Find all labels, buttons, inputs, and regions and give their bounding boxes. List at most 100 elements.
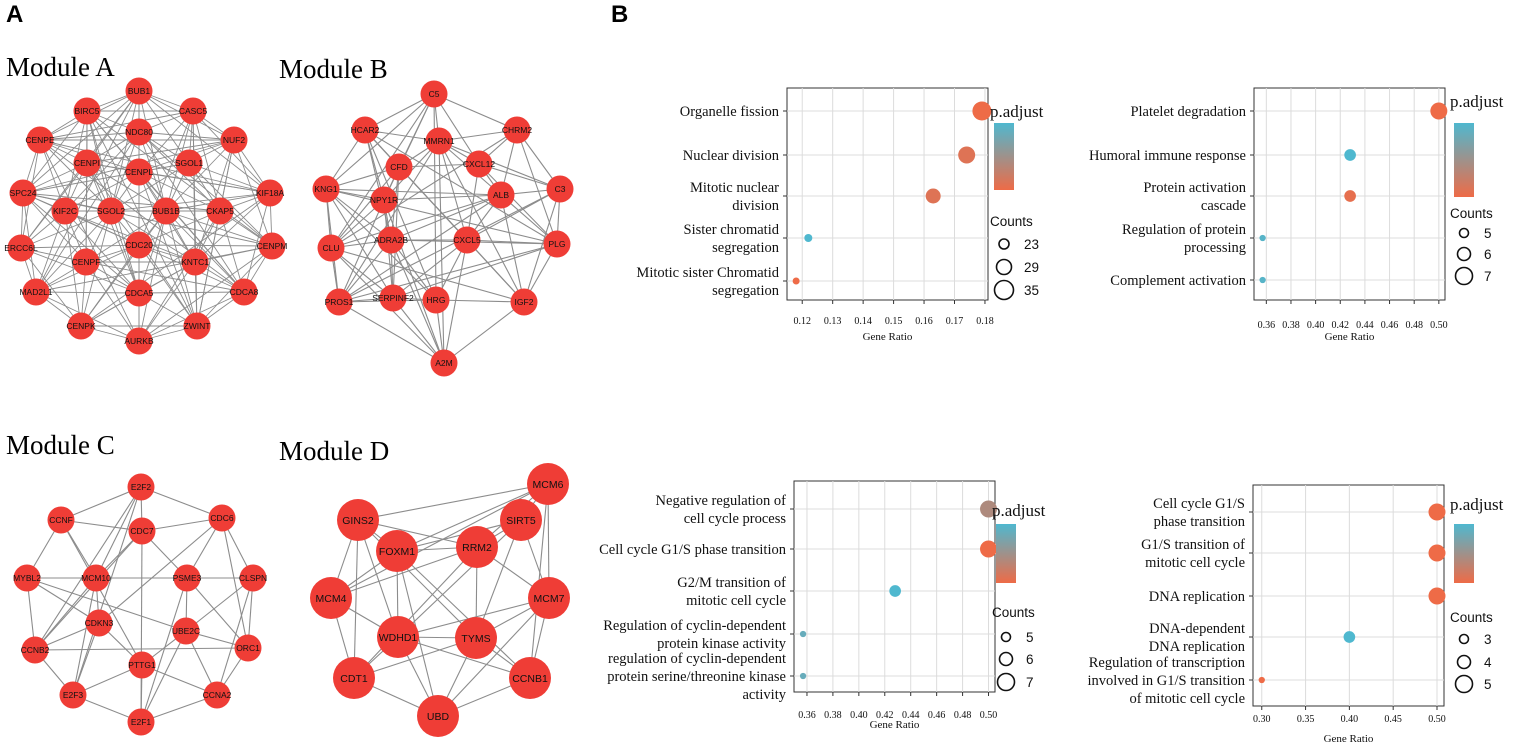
gene-node-circle xyxy=(208,504,236,532)
gene-node-adra2b: ADRA2B xyxy=(374,226,408,254)
gene-node-ckap5: CKAP5 xyxy=(206,197,234,225)
gene-node-cdc6: CDC6 xyxy=(208,504,236,532)
size-legend-circle xyxy=(1456,654,1472,670)
network-edge xyxy=(85,261,140,342)
gene-node-nuf2: NUF2 xyxy=(220,126,248,154)
gene-node-label: CLU xyxy=(322,243,339,253)
gene-node-circle xyxy=(125,158,153,186)
network-edge xyxy=(85,210,167,263)
network-edge xyxy=(330,247,525,303)
network-edge xyxy=(138,110,194,246)
data-point xyxy=(980,540,998,558)
x-tick-label: 0.38 xyxy=(824,710,842,721)
data-point xyxy=(1344,190,1356,202)
gene-node-psme3: PSME3 xyxy=(173,564,202,592)
gene-node-label: ORC1 xyxy=(236,643,260,653)
gene-node-wdhd1: WDHD1 xyxy=(377,616,419,658)
x-tick-label: 0.40 xyxy=(1307,320,1325,331)
data-point xyxy=(889,585,901,597)
network-edge xyxy=(353,637,477,679)
y-tick-label: Platelet degradation xyxy=(1130,104,1246,120)
gene-node-cxcl12: CXCL12 xyxy=(463,150,495,178)
gene-node-label: CENPF xyxy=(72,257,101,267)
size-legend-label: 35 xyxy=(1024,283,1039,298)
network-edge xyxy=(357,519,477,639)
color-legend-title: p.adjust xyxy=(992,501,1046,520)
gene-node-casc5: CASC5 xyxy=(179,97,207,125)
gene-node-label: MMRN1 xyxy=(423,136,454,146)
gene-node-cenpk: CENPK xyxy=(66,312,96,340)
gene-node-circle xyxy=(125,279,153,307)
gene-node-e2f3: E2F3 xyxy=(59,681,87,709)
gene-node-kntc1: KNTC1 xyxy=(181,248,209,276)
data-point xyxy=(1430,102,1448,120)
network-edge xyxy=(396,550,531,679)
gene-node-label: CLSPN xyxy=(239,573,267,583)
gene-node-mybl2: MYBL2 xyxy=(13,564,41,592)
network-edge xyxy=(110,131,140,212)
network-edge xyxy=(26,577,100,624)
gene-node-circle xyxy=(125,118,153,146)
gene-node-label: HCAR2 xyxy=(351,125,380,135)
gene-node-e2f2: E2F2 xyxy=(127,473,155,501)
network-edge xyxy=(516,129,558,245)
x-tick-label: 0.46 xyxy=(1381,320,1399,331)
gene-node-aurkb: AURKB xyxy=(124,327,154,355)
gene-node-ube2c: UBE2C xyxy=(172,617,200,645)
gene-node-zwint: ZWINT xyxy=(183,312,211,340)
network-edge xyxy=(433,93,437,301)
gene-node-label: CENPL xyxy=(125,167,154,177)
gene-node-circle xyxy=(125,231,153,259)
size-legend-title: Counts xyxy=(992,605,1035,620)
network-edge xyxy=(138,131,235,141)
network-edge xyxy=(20,247,82,327)
data-point xyxy=(972,101,992,121)
x-tick-label: 0.42 xyxy=(876,710,894,721)
color-legend-title: p.adjust xyxy=(1450,92,1504,111)
gene-node-label: E2F2 xyxy=(131,482,152,492)
network-edge xyxy=(138,245,273,342)
network-edge xyxy=(138,210,167,342)
gene-node-circle xyxy=(9,179,37,207)
gene-node-label: KNTC1 xyxy=(181,257,209,267)
gene-node-mcm10: MCM10 xyxy=(81,564,111,592)
gene-node-circle xyxy=(73,97,101,125)
gene-node-circle xyxy=(377,226,405,254)
data-point xyxy=(1428,503,1446,521)
gene-node-circle xyxy=(543,230,571,258)
gene-node-spc24: SPC24 xyxy=(9,179,37,207)
gene-node-circle xyxy=(509,657,551,699)
x-tick-label: 0.48 xyxy=(1405,320,1423,331)
gene-node-circle xyxy=(125,327,153,355)
size-legend-circle xyxy=(1458,633,1470,645)
data-point xyxy=(1344,149,1356,161)
gene-node-label: CCNB2 xyxy=(21,645,50,655)
gene-node-circle xyxy=(82,564,110,592)
network-edge xyxy=(39,131,140,141)
network-edge xyxy=(364,129,437,301)
network-edge xyxy=(34,647,249,651)
network-edge xyxy=(330,194,502,249)
network-edge xyxy=(86,162,167,212)
network-edge xyxy=(357,483,549,521)
gene-node-label: SERPINF2 xyxy=(372,293,414,303)
network-edge xyxy=(140,630,187,723)
gene-node-label: PTTG1 xyxy=(128,660,156,670)
size-legend-title: Counts xyxy=(1450,610,1493,625)
network-edge xyxy=(141,517,223,532)
network-edge xyxy=(443,239,468,364)
x-tick-label: 0.36 xyxy=(798,710,816,721)
gene-node-circle xyxy=(72,248,100,276)
gene-node-circle xyxy=(258,232,286,260)
network-edge xyxy=(22,110,88,194)
gene-node-circle xyxy=(453,226,481,254)
gene-node-cdc7: CDC7 xyxy=(128,517,156,545)
y-tick-label: Organelle fission xyxy=(680,104,780,120)
panel-label-a: A xyxy=(6,1,23,28)
